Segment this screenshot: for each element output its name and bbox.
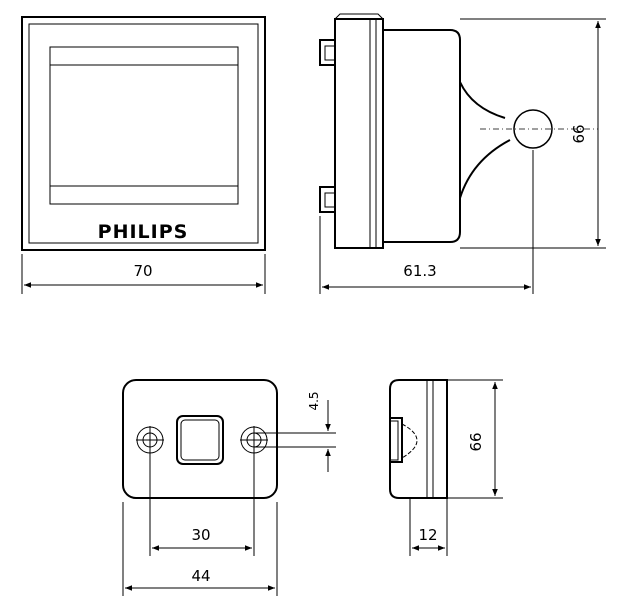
brand-logo: PHILIPS — [98, 221, 189, 243]
base-offset-dimension: 4.5 — [254, 391, 336, 472]
base-width-dimension: 44 — [122, 502, 278, 596]
base-hole-spacing-label: 30 — [191, 526, 210, 544]
side-height-label: 66 — [570, 124, 588, 143]
side-depth-dimension: 61.3 — [319, 150, 534, 294]
base-side-view — [389, 379, 448, 499]
side-view — [319, 13, 598, 249]
base-side-depth-dimension: 12 — [409, 498, 448, 556]
base-side-height-label: 66 — [467, 432, 485, 451]
base-side-height-dimension: 66 — [447, 379, 503, 499]
side-height-dimension: 66 — [460, 18, 606, 249]
base-hole-spacing-dimension: 30 — [149, 454, 255, 556]
base-front-view — [122, 379, 278, 499]
front-width-dimension: 70 — [21, 254, 266, 294]
base-width-label: 44 — [191, 567, 210, 585]
front-width-label: 70 — [133, 262, 152, 280]
side-depth-label: 61.3 — [403, 262, 436, 280]
front-view: PHILIPS — [21, 16, 266, 251]
base-offset-label: 4.5 — [307, 391, 321, 410]
base-side-depth-label: 12 — [418, 526, 437, 544]
